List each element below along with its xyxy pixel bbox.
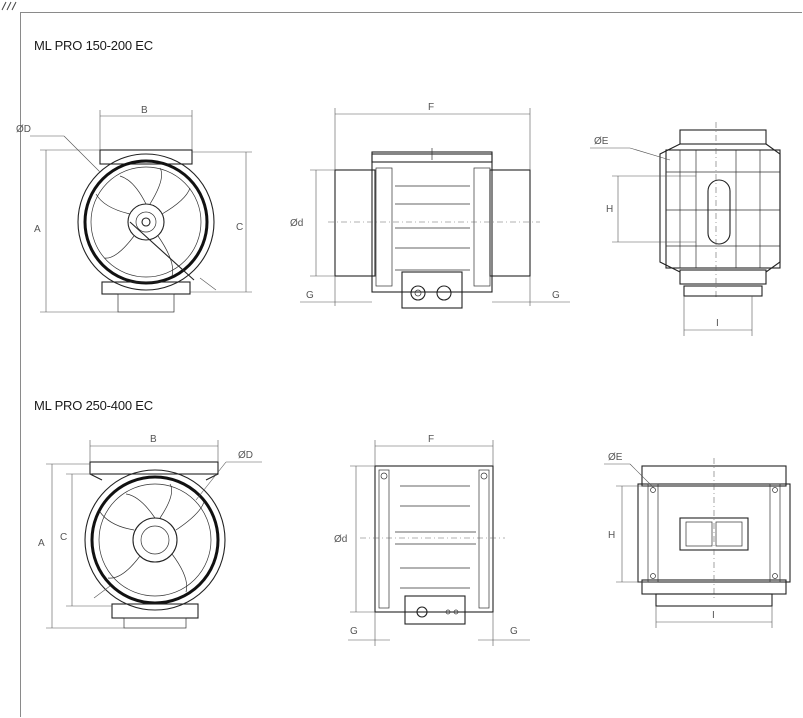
drawing-frame [20,12,802,717]
dim-label-G-left-2: G [350,626,358,637]
dim-label-H: H [606,204,613,215]
front-view-2 [46,440,262,629]
section-title-250-400: ML PRO 250-400 EC [34,398,153,413]
dim-label-d-2: Ød [334,534,347,545]
dim-label-G-right: G [552,290,560,301]
front-view-1 [30,110,252,313]
dim-label-C-2: C [60,532,67,543]
dim-label-C: C [236,222,243,233]
dim-label-H-2: H [608,530,615,541]
dim-label-E-2: ØE [608,452,623,463]
dim-label-F-2: F [428,434,434,445]
dim-label-G-left: G [306,290,314,301]
dim-label-G-right-2: G [510,626,518,637]
corner-mark [1,1,17,11]
dim-label-F: F [428,102,434,113]
dim-label-B: B [141,105,148,116]
dim-label-d: Ød [290,218,303,229]
bottom-view-2 [604,458,791,628]
dim-label-B-2: B [150,434,157,445]
dim-label-I: I [716,318,719,329]
dim-label-I-2: I [712,610,715,621]
dim-label-A-2: A [38,538,45,549]
dim-label-D-2: ØD [238,450,253,461]
dim-label-A: A [34,224,41,235]
dim-label-E: ØE [594,136,609,147]
section-title-150-200: ML PRO 150-200 EC [34,38,153,53]
bottom-view-1 [590,122,781,336]
dim-label-D: ØD [16,124,31,135]
side-view-2 [348,440,530,646]
side-view-1 [300,108,570,309]
